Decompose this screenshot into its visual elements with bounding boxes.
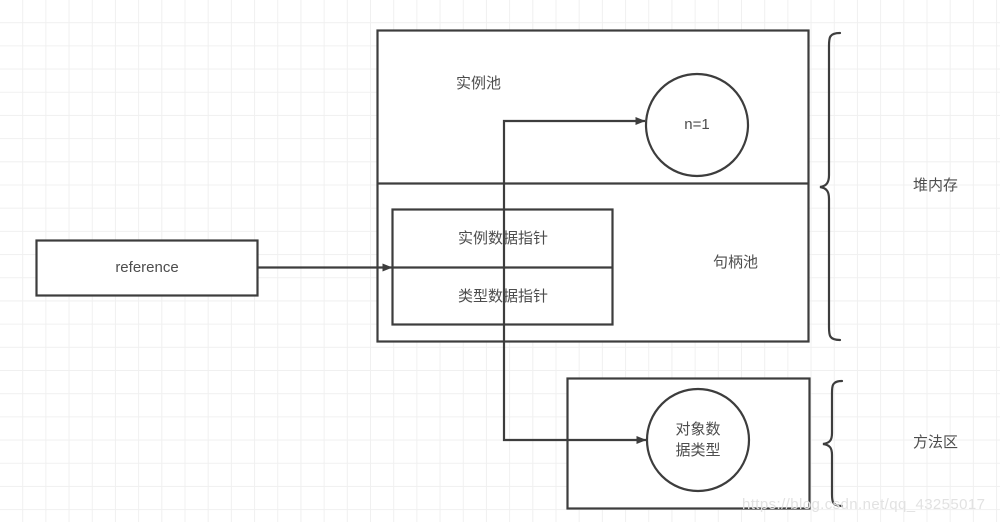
object-type-circle: [645, 387, 751, 493]
type-pointer-arrow: [502, 267, 647, 444]
watermark-text: https://blog.csdn.net/qq_43255017: [742, 496, 986, 513]
method-area-brace-label: 方法区: [912, 434, 958, 451]
reference-box-rect: [35, 239, 259, 297]
object-type-circle-label-line2: 据类型: [675, 442, 721, 459]
type-data-pointer-label: 类型数据指针: [457, 288, 548, 305]
instance-pool-label: 实例池: [455, 75, 501, 92]
object-type-circle-label-line1: 对象数: [675, 421, 721, 438]
heap-memory-brace: [819, 31, 842, 342]
instance-circle-label: n=1: [684, 116, 710, 133]
heap-memory-brace-label: 堆内存: [912, 177, 958, 194]
reference-box-label: reference: [115, 259, 179, 276]
method-area-brace: [822, 379, 844, 508]
instance-pointer-arrow: [502, 117, 646, 267]
instance-data-pointer-label: 实例数据指针: [457, 230, 548, 247]
handle-pool-label: 句柄池: [712, 254, 758, 271]
instance-circle: [644, 72, 750, 178]
